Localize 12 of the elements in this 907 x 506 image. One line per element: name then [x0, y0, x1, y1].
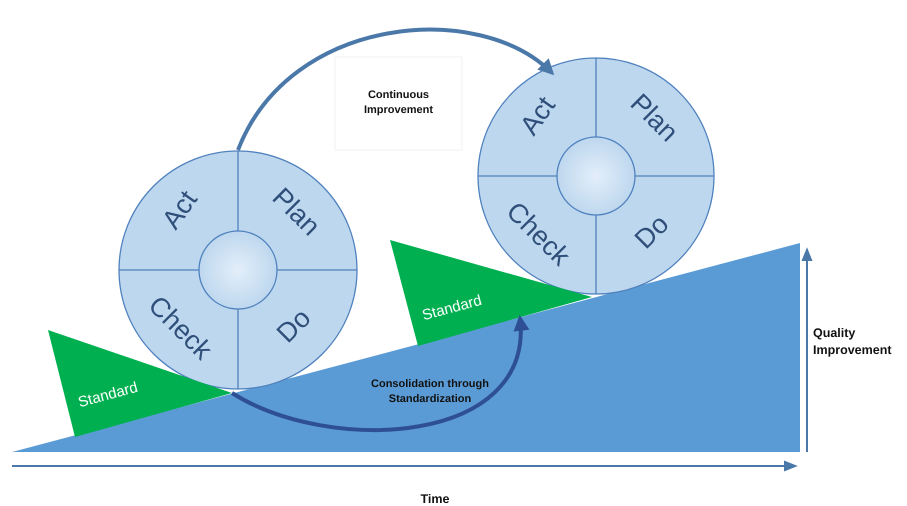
wedge-label: Standard — [420, 292, 484, 324]
quadrant-label: Do — [270, 302, 318, 350]
label-text: Continuous Improvement — [362, 88, 434, 118]
axis-label: Time — [420, 491, 450, 506]
quadrant-label: Act — [514, 91, 562, 141]
quadrant-label: Do — [628, 208, 676, 256]
quadrant-label: Act — [156, 185, 204, 235]
wedge-label: Standard — [76, 378, 140, 412]
label-text: Consolidation through Standardization — [370, 377, 490, 407]
curved-arrow — [231, 314, 528, 432]
curved-arrow — [236, 28, 554, 151]
axis-label: Quality Improvement — [813, 325, 892, 359]
